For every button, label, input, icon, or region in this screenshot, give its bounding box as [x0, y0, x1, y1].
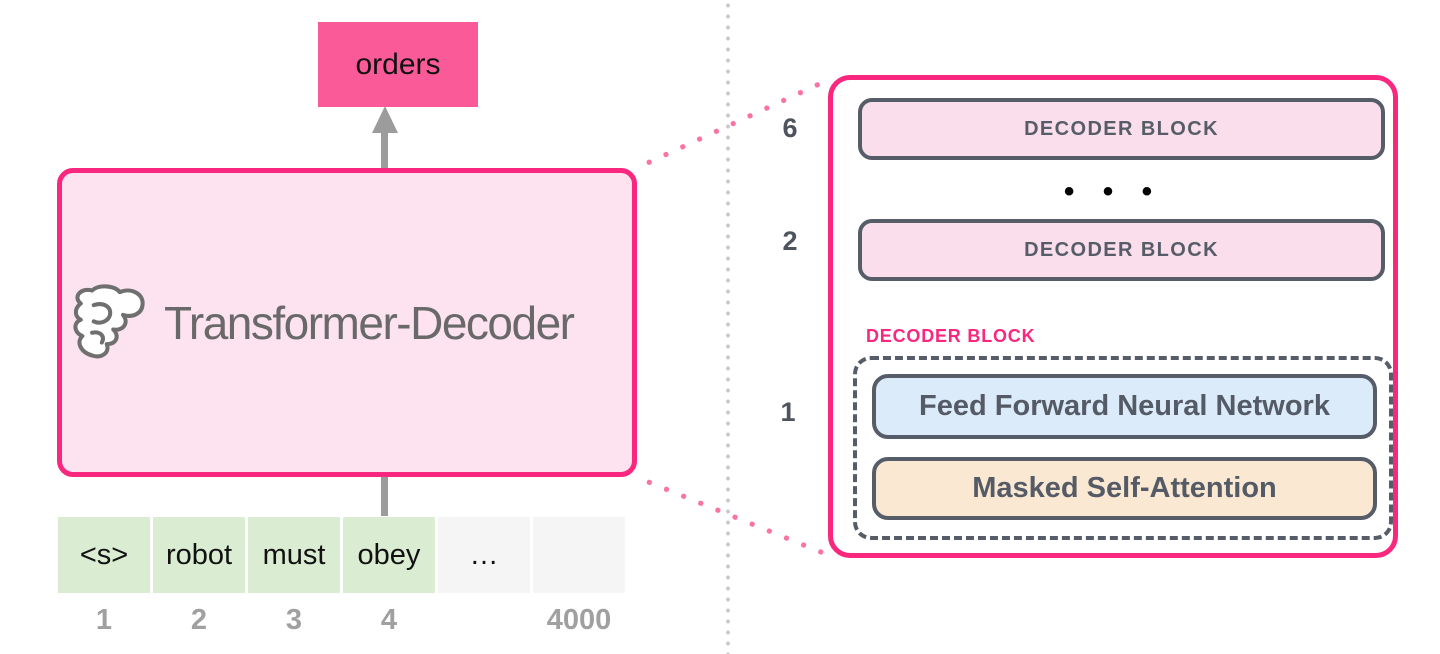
model-title: Transformer-Decoder [164, 296, 575, 349]
token-text: <s> [79, 538, 129, 571]
decoder-stack-panel: DECODER BLOCK • • • DECODER BLOCK DECODE… [828, 75, 1398, 558]
feed-forward-box: Feed Forward Neural Network [872, 374, 1377, 439]
expanded-decoder-block: Feed Forward Neural Network Masked Self-… [853, 356, 1393, 540]
token-cell [533, 517, 625, 593]
output-token-box: orders [318, 22, 478, 107]
token-cell: … [438, 517, 530, 593]
stack-ellipsis: • • • [1063, 175, 1163, 208]
layer-index-1: 1 [780, 397, 796, 427]
position-number: 4 [380, 604, 398, 636]
token-text: must [262, 538, 326, 571]
token-text: obey [357, 538, 421, 571]
position-number: 3 [285, 604, 303, 636]
flame-logo-icon [73, 283, 145, 358]
position-number: 1 [95, 604, 113, 636]
masked-self-attention-box: Masked Self-Attention [872, 457, 1377, 520]
token-text: … [469, 538, 499, 571]
token-cell: <s> [58, 517, 150, 593]
position-number: 4000 [546, 604, 612, 636]
output-arrow-stem [381, 130, 388, 169]
input-connector-line [381, 477, 388, 516]
token-cell: robot [153, 517, 245, 593]
position-number: 2 [190, 604, 208, 636]
vertical-dotted-divider [725, 0, 731, 654]
layer-index-6: 6 [782, 113, 798, 143]
layer-index-2: 2 [782, 226, 798, 256]
token-cell: must [248, 517, 340, 593]
expanded-decoder-block-label: DECODER BLOCK [866, 326, 1036, 346]
feed-forward-label: Feed Forward Neural Network [919, 390, 1330, 422]
zoom-callout-line-bottom [639, 476, 828, 558]
decoder-block-top: DECODER BLOCK [858, 98, 1385, 160]
output-token-label: orders [355, 47, 441, 81]
token-cell: obey [343, 517, 435, 593]
decoder-block-top-label: DECODER BLOCK [1024, 117, 1219, 140]
decoder-block-middle: DECODER BLOCK [858, 219, 1385, 281]
transformer-decoder-box: Transformer-Decoder [57, 168, 637, 477]
decoder-block-middle-label: DECODER BLOCK [1024, 238, 1219, 261]
masked-self-attention-label: Masked Self-Attention [972, 472, 1277, 504]
token-text: robot [165, 538, 233, 571]
output-arrow-head-icon [372, 106, 398, 133]
